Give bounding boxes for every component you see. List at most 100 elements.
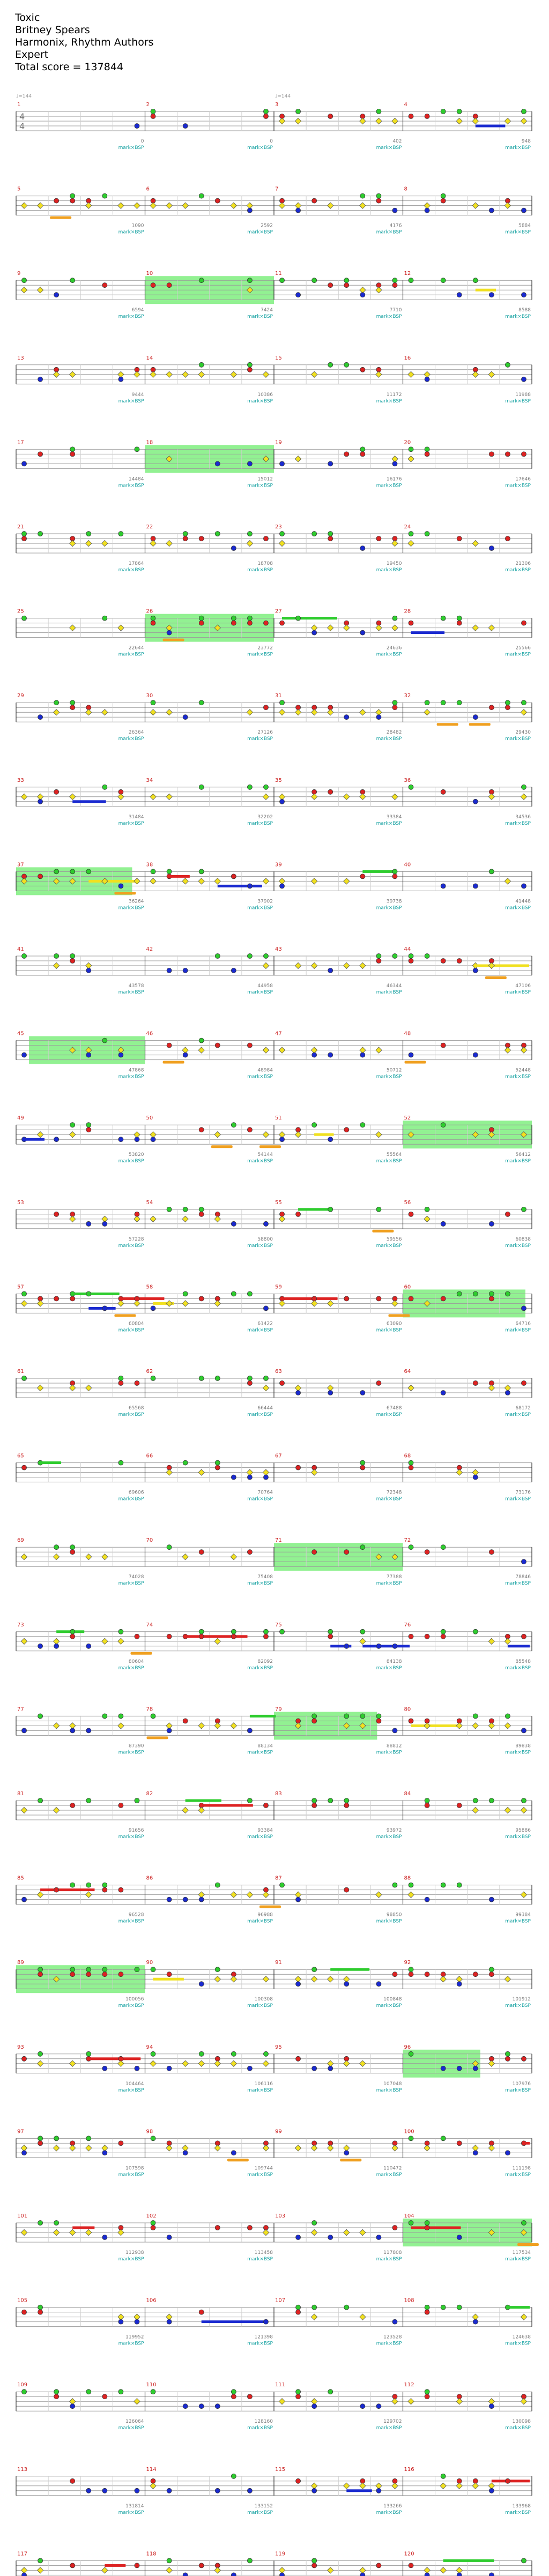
- note-yellow: [101, 1215, 108, 1223]
- note-green: [198, 362, 204, 368]
- note-green: [70, 700, 76, 706]
- note-green: [70, 278, 76, 283]
- open-note: [372, 1229, 394, 1233]
- measure-score: 17646: [515, 476, 531, 482]
- multiplier-label: mark×BSP: [505, 1497, 531, 1502]
- note-blue: [166, 630, 172, 636]
- note-yellow: [166, 1469, 173, 1476]
- note-blue: [488, 2488, 494, 2493]
- note-green: [440, 615, 446, 621]
- note-green: [182, 1460, 188, 1466]
- measure-score: 66444: [257, 1406, 273, 1411]
- note-yellow: [472, 1722, 479, 1729]
- note-blue: [247, 1474, 253, 1480]
- measure-score: 24636: [387, 646, 402, 651]
- measure-score: 131814: [125, 2504, 144, 2509]
- note-red: [263, 705, 269, 711]
- note-yellow: [182, 878, 189, 885]
- note-yellow: [327, 2145, 334, 2152]
- note-red: [344, 1887, 350, 1893]
- note-blue: [521, 1728, 526, 1734]
- note-yellow: [85, 708, 92, 716]
- note-yellow: [407, 540, 414, 547]
- note-blue: [214, 461, 220, 467]
- note-green: [424, 446, 430, 452]
- note-yellow: [359, 2229, 366, 2236]
- note-yellow: [20, 793, 28, 801]
- sustain-bar: [362, 1645, 410, 1648]
- note-yellow: [166, 708, 173, 716]
- multiplier-label: mark×BSP: [376, 483, 402, 488]
- note-yellow: [310, 1469, 318, 1476]
- note-blue: [247, 1728, 253, 1734]
- note-green: [392, 278, 398, 283]
- multiplier-label: mark×BSP: [247, 314, 273, 319]
- note-red: [328, 789, 333, 795]
- tempo-marker: ♩=144: [275, 94, 291, 99]
- note-green: [408, 1460, 414, 1466]
- measure-number: 86: [146, 1876, 153, 1881]
- note-yellow: [262, 2145, 270, 2152]
- measure-number: 42: [146, 946, 153, 952]
- multiplier-label: mark×BSP: [376, 1159, 402, 1164]
- note-yellow: [343, 878, 350, 885]
- note-red: [54, 1211, 60, 1217]
- note-red: [263, 1633, 269, 1639]
- multiplier-label: mark×BSP: [505, 1159, 531, 1164]
- measure-number: 48: [404, 1031, 411, 1037]
- measure-score: 59556: [387, 1237, 402, 1242]
- note-red: [392, 2225, 398, 2230]
- multiplier-label: mark×BSP: [376, 1074, 402, 1080]
- measure-number: 9: [17, 271, 20, 277]
- note-yellow: [85, 540, 92, 547]
- measure-score: 80604: [129, 1659, 144, 1664]
- note-yellow: [520, 708, 528, 716]
- note-blue: [214, 2403, 220, 2409]
- note-green: [440, 700, 446, 706]
- note-green: [134, 446, 140, 452]
- note-red: [166, 1633, 172, 1639]
- measure-score: 43578: [129, 983, 144, 989]
- note-red: [408, 1465, 414, 1470]
- note-yellow: [343, 2060, 350, 2067]
- note-yellow: [36, 1891, 44, 1898]
- multiplier-label: mark×BSP: [118, 2341, 144, 2347]
- multiplier-label: mark×BSP: [118, 1243, 144, 1249]
- note-yellow: [198, 371, 205, 378]
- note-green: [214, 1882, 220, 1888]
- note-blue: [102, 1221, 108, 1227]
- measure-number: 69: [17, 1537, 24, 1543]
- staff-row: [16, 1036, 532, 1064]
- multiplier-label: mark×BSP: [376, 1412, 402, 1417]
- note-yellow: [101, 1553, 108, 1560]
- note-red: [360, 367, 366, 372]
- note-blue: [328, 1052, 333, 1058]
- multiplier-label: mark×BSP: [118, 2510, 144, 2515]
- note-green: [376, 109, 382, 114]
- measure-score: 7710: [390, 308, 402, 313]
- note-yellow: [69, 2229, 76, 2236]
- note-yellow: [69, 371, 76, 378]
- note-blue: [521, 1305, 526, 1311]
- note-yellow: [359, 2567, 366, 2574]
- note-yellow: [166, 2313, 173, 2320]
- note-red: [231, 873, 236, 879]
- note-yellow: [359, 117, 366, 125]
- note-blue: [263, 1474, 269, 1480]
- note-green: [54, 700, 60, 706]
- multiplier-label: mark×BSP: [505, 1327, 531, 1333]
- multiplier-label: mark×BSP: [118, 314, 144, 319]
- measure-number: 62: [146, 1369, 153, 1375]
- measure-score: 128160: [255, 2419, 273, 2424]
- staff-row: [16, 1965, 532, 1993]
- note-green: [102, 193, 108, 199]
- note-yellow: [150, 2060, 157, 2067]
- note-red: [231, 1633, 236, 1639]
- measure-score: 109744: [255, 2166, 273, 2171]
- measure-score: 27126: [257, 730, 273, 735]
- multiplier-label: mark×BSP: [505, 2425, 531, 2431]
- note-yellow: [391, 117, 398, 125]
- multiplier-label: mark×BSP: [118, 1666, 144, 1671]
- note-red: [21, 2309, 27, 2315]
- note-green: [440, 2473, 446, 2479]
